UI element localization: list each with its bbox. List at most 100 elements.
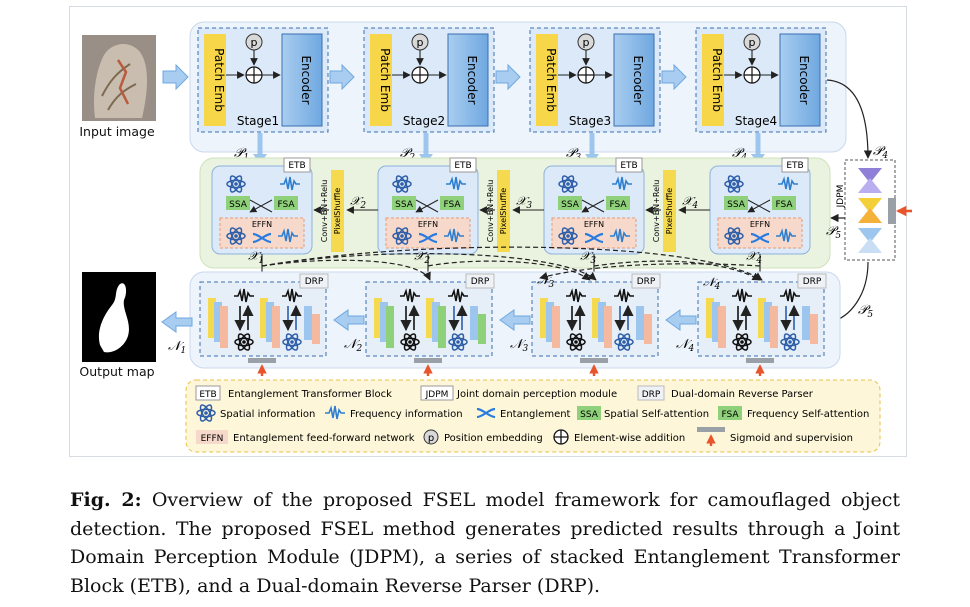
feature-bar (266, 302, 274, 342)
legend-effn-tag: EFFN (201, 434, 224, 444)
drp-tag: DRP (803, 277, 822, 287)
legend-jdpm-tag: JDPM (425, 390, 449, 400)
legend-fsa-text: Frequency Self-attention (747, 409, 869, 420)
effn-label: EFFN (584, 220, 604, 229)
fsa-block (274, 196, 298, 210)
fsa-block (606, 196, 630, 210)
feature-bar (220, 306, 228, 348)
patch-emb-label: Patch Emb (212, 48, 226, 112)
skip-connection (261, 253, 597, 281)
feature-bar (604, 306, 612, 348)
p5-label-b: 𝒫5 (858, 303, 873, 320)
patch-emb-block (536, 34, 558, 126)
stage-arrow (661, 63, 687, 91)
skip-connection (261, 259, 431, 281)
legend-box (185, 379, 881, 453)
feature-bar (380, 302, 388, 342)
drp-arrow (333, 309, 365, 331)
feature-bar (712, 302, 720, 342)
drp1-to-output-arrow (161, 311, 193, 333)
drp-arrow (665, 309, 697, 331)
legend: ETB Entanglement Transformer Block JDPM … (195, 385, 869, 446)
fsa-label: FSA (277, 200, 295, 210)
output-map (82, 272, 156, 362)
conv-label: Conv+BN+Relu (320, 180, 329, 243)
feature-bar (312, 314, 320, 344)
sigmoid-supervision-bar (248, 358, 276, 363)
legend-pos-text: Position embedding (444, 433, 543, 444)
patch-emb-label: Patch Emb (544, 48, 558, 112)
legend-fsa-tag: FSA (721, 410, 739, 420)
skip-connection (593, 260, 761, 281)
etb-tag: ETB (454, 161, 471, 171)
encoder-label: Encoder (465, 55, 479, 104)
drp-block-4: DRP (697, 273, 827, 376)
stage-2: Patch EmbEncoderpStage2𝒫2 (363, 27, 495, 164)
legend-entanglement-text: Entanglement (500, 409, 571, 420)
feature-bar (636, 306, 644, 340)
encoder-label: Encoder (631, 55, 645, 104)
etb-tag: ETB (786, 161, 803, 171)
feature-bar (470, 306, 478, 340)
stage-arrow (329, 63, 355, 91)
p5-label-a: 𝒫5 (826, 224, 841, 241)
pixelshuffle-label: PixelShuffle (665, 188, 674, 234)
legend-p-tag: p (428, 433, 434, 444)
stage-connectors (329, 63, 687, 91)
position-embedding-label: p (417, 36, 424, 49)
pixelshuffle-label: PixelShuffle (333, 188, 342, 234)
drp-block-2: DRP (365, 273, 495, 376)
feature-bar (374, 298, 382, 338)
n1-label: 𝒩1 (168, 339, 186, 356)
effn-label: EFFN (252, 220, 272, 229)
ssa-label: SSA (395, 200, 414, 210)
stage-name: Stage1 (237, 114, 279, 128)
feature-bar (386, 306, 394, 348)
sigmoid-supervision-bar (580, 358, 608, 363)
feature-bar (598, 302, 606, 342)
encoder-block (779, 33, 821, 127)
feature-bar (764, 302, 772, 342)
legend-spatial-text: Spatial information (220, 409, 315, 420)
fsa-block (440, 196, 464, 210)
feature-bar (272, 306, 280, 348)
caption-text: Overview of the proposed FSEL model fram… (70, 489, 900, 597)
feature-bar (478, 314, 486, 344)
feature-bar (644, 314, 652, 344)
feature-bar (706, 298, 714, 338)
encoder-stages: Patch EmbEncoderpStage1𝒫1Patch EmbEncode… (197, 27, 827, 164)
feature-bar (214, 302, 222, 342)
encoder-block (613, 33, 655, 127)
encoder-block (447, 33, 489, 127)
feature-bar (718, 306, 726, 348)
drp-arrow (499, 309, 531, 331)
feature-bar (426, 298, 434, 338)
feature-bar (802, 306, 810, 340)
architecture-diagram: Input image Patch EmbEncoderpStage1𝒫1Pat… (79, 21, 912, 453)
stage-1: Patch EmbEncoderpStage1𝒫1 (197, 27, 329, 164)
drp-block-1: DRP (199, 273, 329, 376)
n4-top-label: 𝒩4 (703, 275, 721, 292)
ssa-label: SSA (727, 200, 746, 210)
position-embedding-label: p (583, 36, 590, 49)
position-embedding-label: p (749, 36, 756, 49)
feature-bar (770, 306, 778, 348)
legend-frequency-text: Frequency information (350, 409, 463, 420)
legend-etb-text: Entanglement Transformer Block (228, 389, 392, 400)
jdpm-label: JDPM (836, 185, 846, 209)
fsa-label: FSA (775, 200, 793, 210)
figure-caption: Fig. 2: Overview of the proposed FSEL mo… (70, 486, 900, 600)
feature-bar (552, 306, 560, 348)
legend-add-text: Element-wise addition (574, 433, 685, 444)
feature-bar (432, 302, 440, 342)
input-image (82, 35, 156, 121)
conv-label: Conv+BN+Relu (652, 180, 661, 243)
